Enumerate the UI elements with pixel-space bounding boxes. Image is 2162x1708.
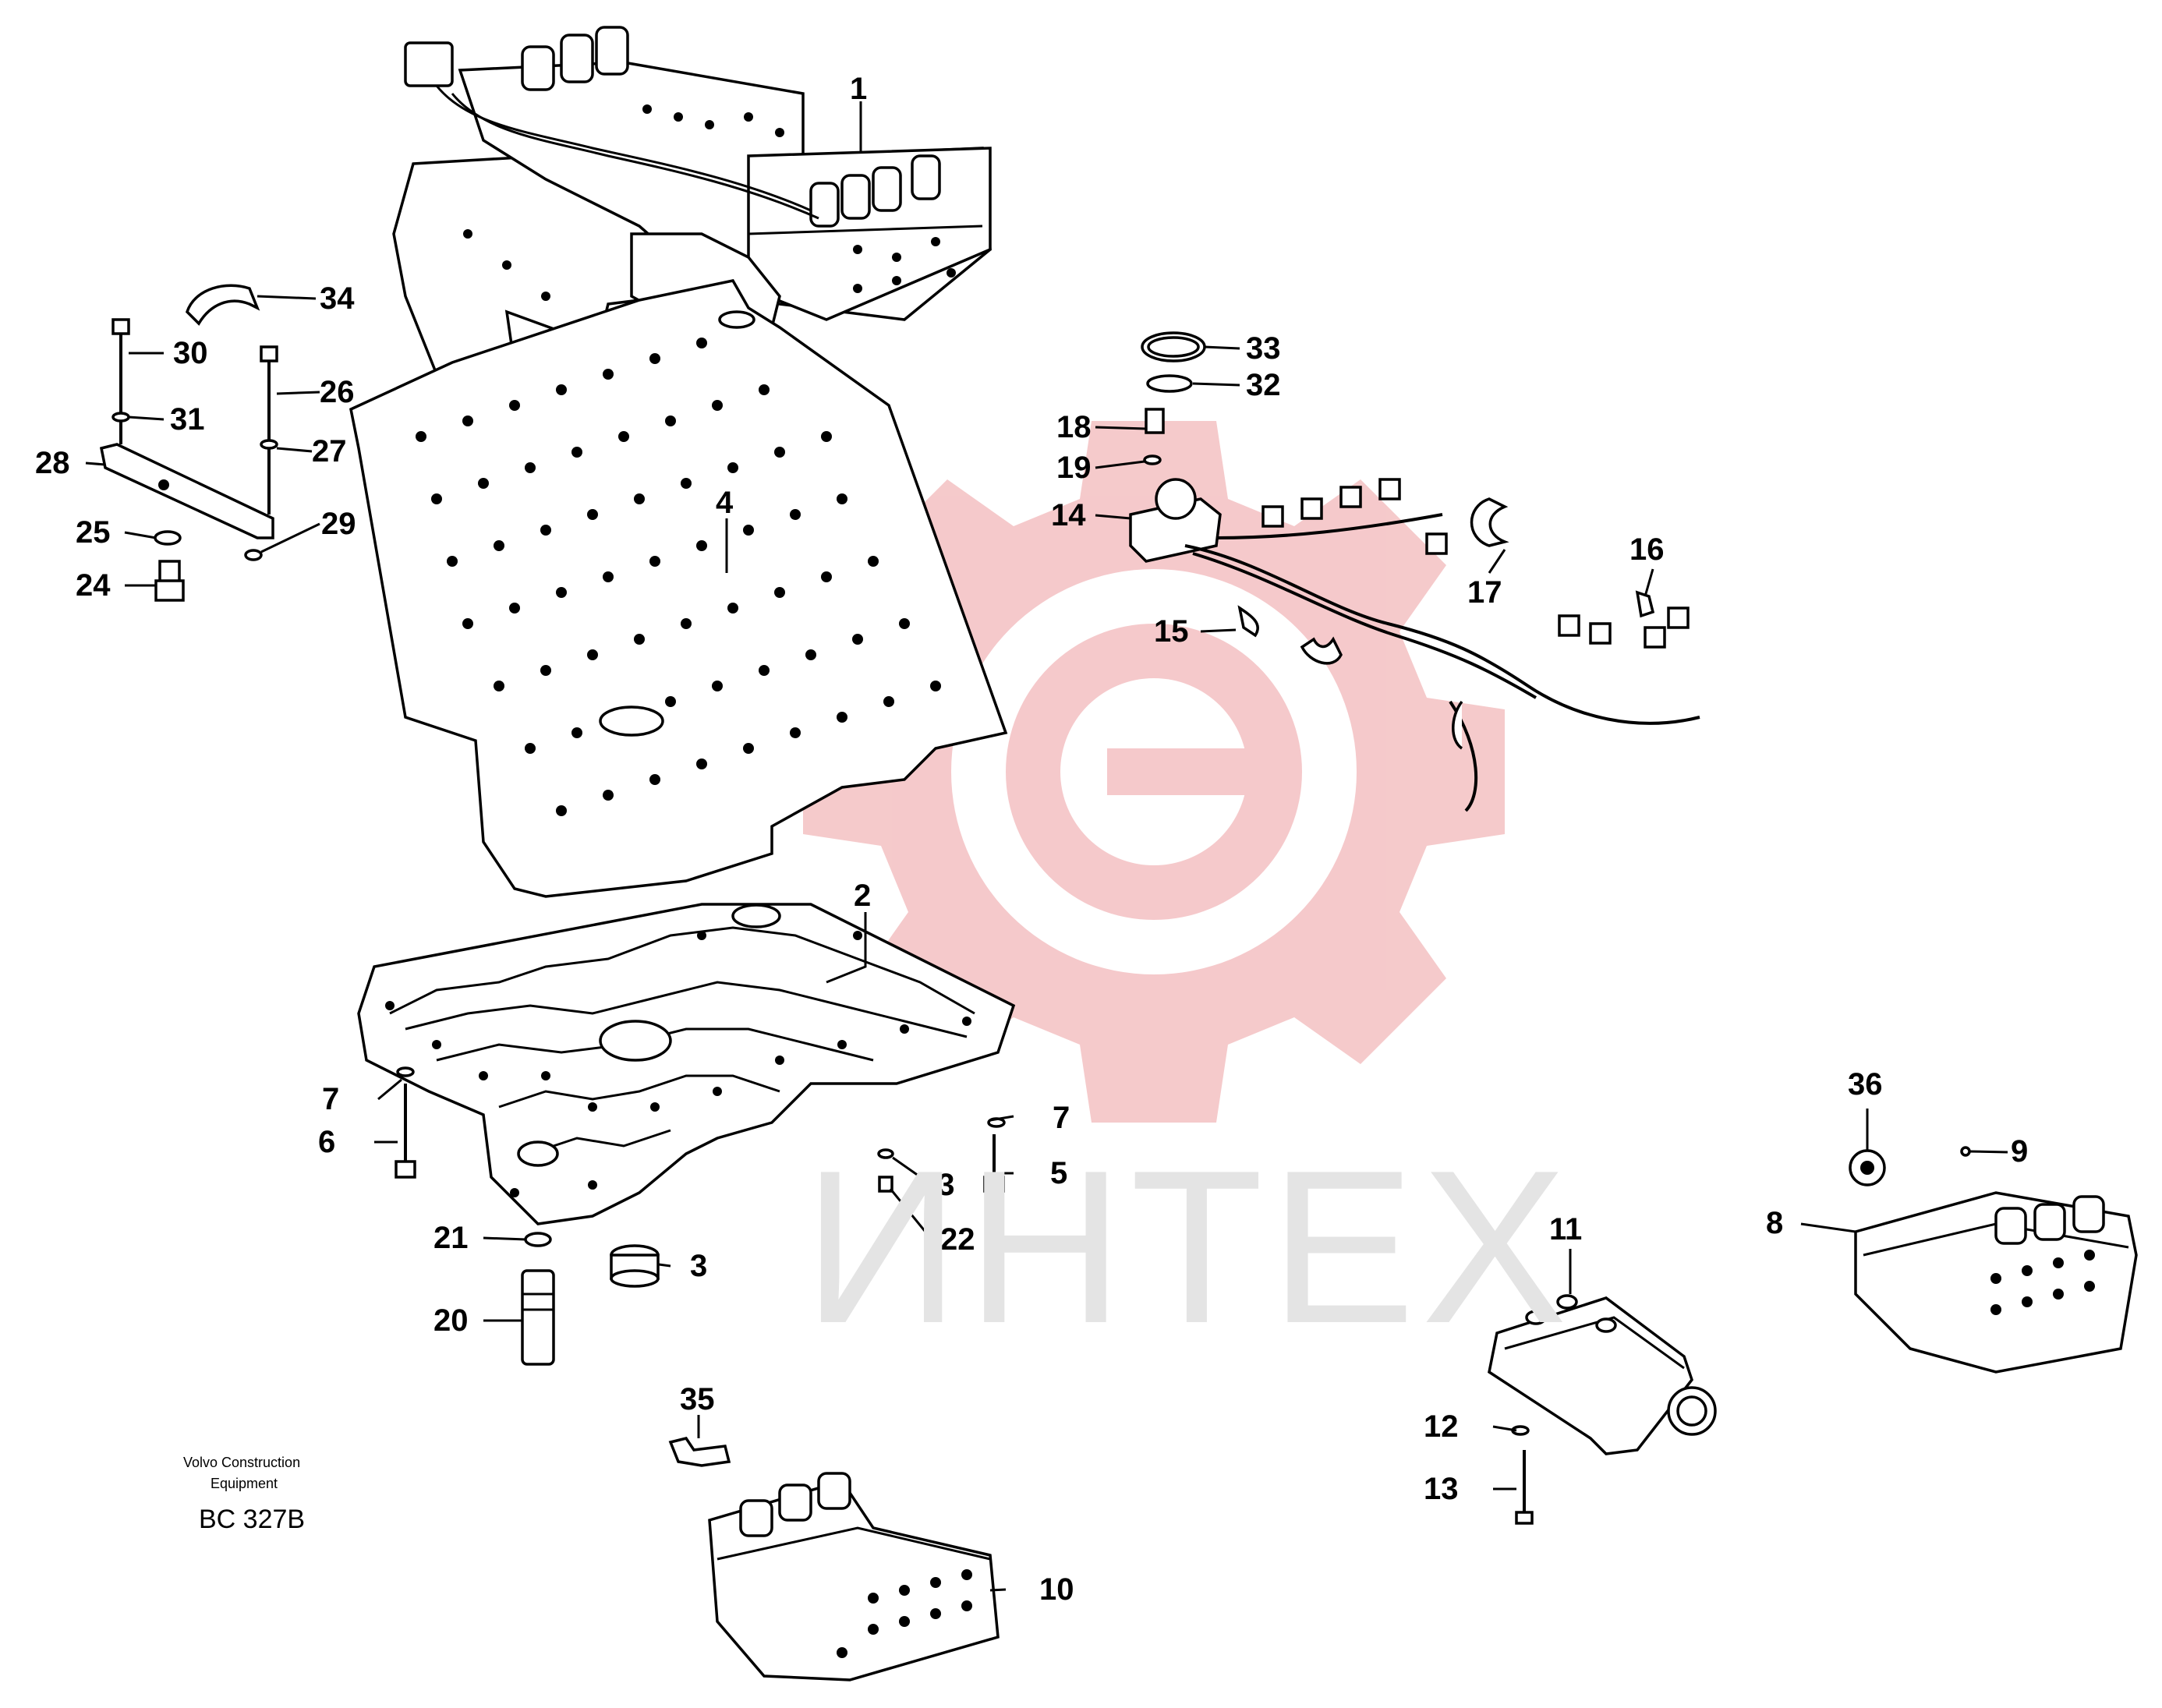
housing-bolt-holes — [385, 931, 971, 1197]
callout-32: 32 — [1246, 368, 1281, 402]
separator-plate — [349, 279, 1008, 898]
callout-4: 4 — [716, 486, 734, 520]
callout-30: 30 — [173, 336, 208, 370]
wiring-harness — [1129, 408, 1700, 812]
drawing-code: BC 327B — [199, 1505, 306, 1534]
callout-24: 24 — [76, 568, 111, 603]
bolts — [395, 1066, 1006, 1193]
callout-20: 20 — [433, 1303, 469, 1338]
bracket-and-sensor-group — [99, 284, 278, 602]
callout-3: 3 — [690, 1249, 707, 1283]
callout-26: 26 — [320, 375, 355, 409]
callout-numbers: 1 2 3 4 5 6 7 7 8 9 10 11 12 13 14 15 16… — [35, 72, 2028, 1607]
valve-housing — [357, 903, 1016, 1225]
separator-plate-holes — [416, 338, 941, 816]
callout-11: 11 — [1549, 1212, 1582, 1247]
callout-7-left: 7 — [322, 1082, 339, 1116]
solenoid-valve-block-right — [1849, 1146, 2138, 1374]
callout-35: 35 — [680, 1382, 715, 1416]
callout-15: 15 — [1154, 614, 1189, 649]
watermark-text: ИНТЕХ — [803, 1126, 1574, 1369]
seal-rings — [1141, 331, 1206, 393]
callout-18: 18 — [1056, 410, 1092, 444]
callout-28: 28 — [35, 446, 70, 480]
callout-6: 6 — [318, 1125, 335, 1159]
callout-2: 2 — [854, 879, 871, 913]
callout-17: 17 — [1467, 575, 1502, 610]
publisher-line-2: Equipment — [211, 1476, 278, 1491]
callout-16: 16 — [1629, 532, 1665, 567]
callout-34: 34 — [320, 281, 355, 316]
retaining-clip — [668, 1437, 731, 1467]
callout-12: 12 — [1424, 1409, 1459, 1444]
callout-23: 23 — [920, 1168, 955, 1202]
callout-22: 22 — [940, 1222, 975, 1257]
callout-19: 19 — [1056, 451, 1092, 485]
callout-9: 9 — [2011, 1134, 2028, 1169]
callout-13: 13 — [1424, 1472, 1459, 1506]
callout-33: 33 — [1246, 331, 1281, 366]
callout-5: 5 — [1050, 1156, 1067, 1190]
callout-8: 8 — [1766, 1206, 1783, 1240]
callout-leaders — [85, 101, 2008, 1592]
callout-7-right: 7 — [1053, 1101, 1070, 1135]
callout-1: 1 — [850, 72, 867, 106]
callout-29: 29 — [321, 507, 356, 541]
filter-part — [610, 1244, 660, 1288]
callout-27: 27 — [312, 434, 347, 469]
callout-10: 10 — [1039, 1572, 1074, 1607]
solenoid-valve-block-lower — [708, 1472, 1000, 1681]
accumulator-part — [521, 1232, 555, 1366]
callout-14: 14 — [1051, 498, 1086, 532]
callout-25: 25 — [76, 515, 111, 550]
callout-36: 36 — [1848, 1067, 1883, 1102]
solenoid-valve — [1488, 1294, 1717, 1525]
callout-31: 31 — [170, 402, 205, 437]
publisher-line-1: Volvo Construction — [183, 1455, 301, 1470]
watermark-gear-logo — [803, 421, 1505, 1123]
callout-21: 21 — [433, 1221, 469, 1255]
